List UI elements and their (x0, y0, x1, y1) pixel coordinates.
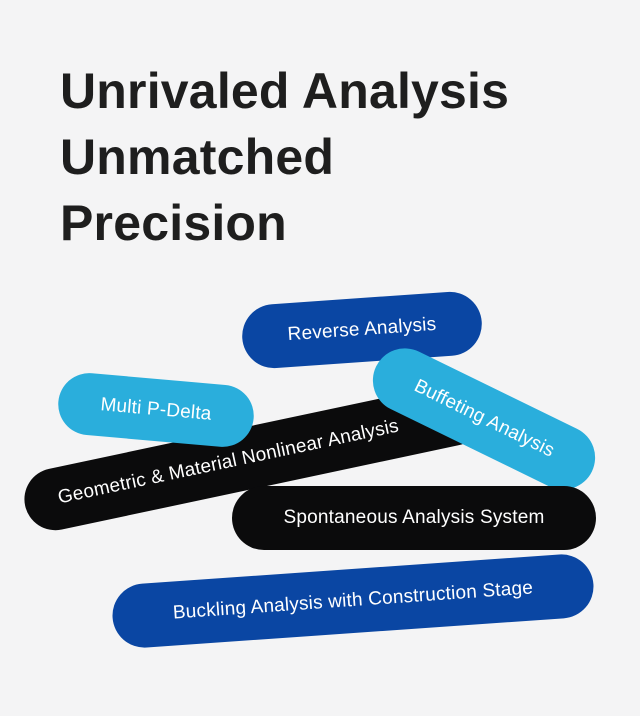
headline-line-1: Unrivaled Analysis (60, 63, 510, 119)
pill-label: Spontaneous Analysis System (283, 507, 545, 528)
pill-label: Buckling Analysis with Construction Stag… (172, 577, 534, 624)
pill-buckling-analysis-with-construction-stage: Buckling Analysis with Construction Stag… (110, 552, 596, 650)
page-headline: Unrivaled Analysis Unmatched Precision (60, 58, 509, 256)
pill-spontaneous-analysis-system: Spontaneous Analysis System (232, 486, 596, 550)
headline-line-3: Precision (60, 195, 287, 251)
pill-multi-p-delta: Multi P-Delta (55, 370, 257, 450)
pill-label: Multi P-Delta (99, 394, 213, 425)
pill-label: Reverse Analysis (286, 313, 437, 346)
headline-line-2: Unmatched (60, 129, 335, 185)
pill-reverse-analysis: Reverse Analysis (240, 289, 484, 371)
